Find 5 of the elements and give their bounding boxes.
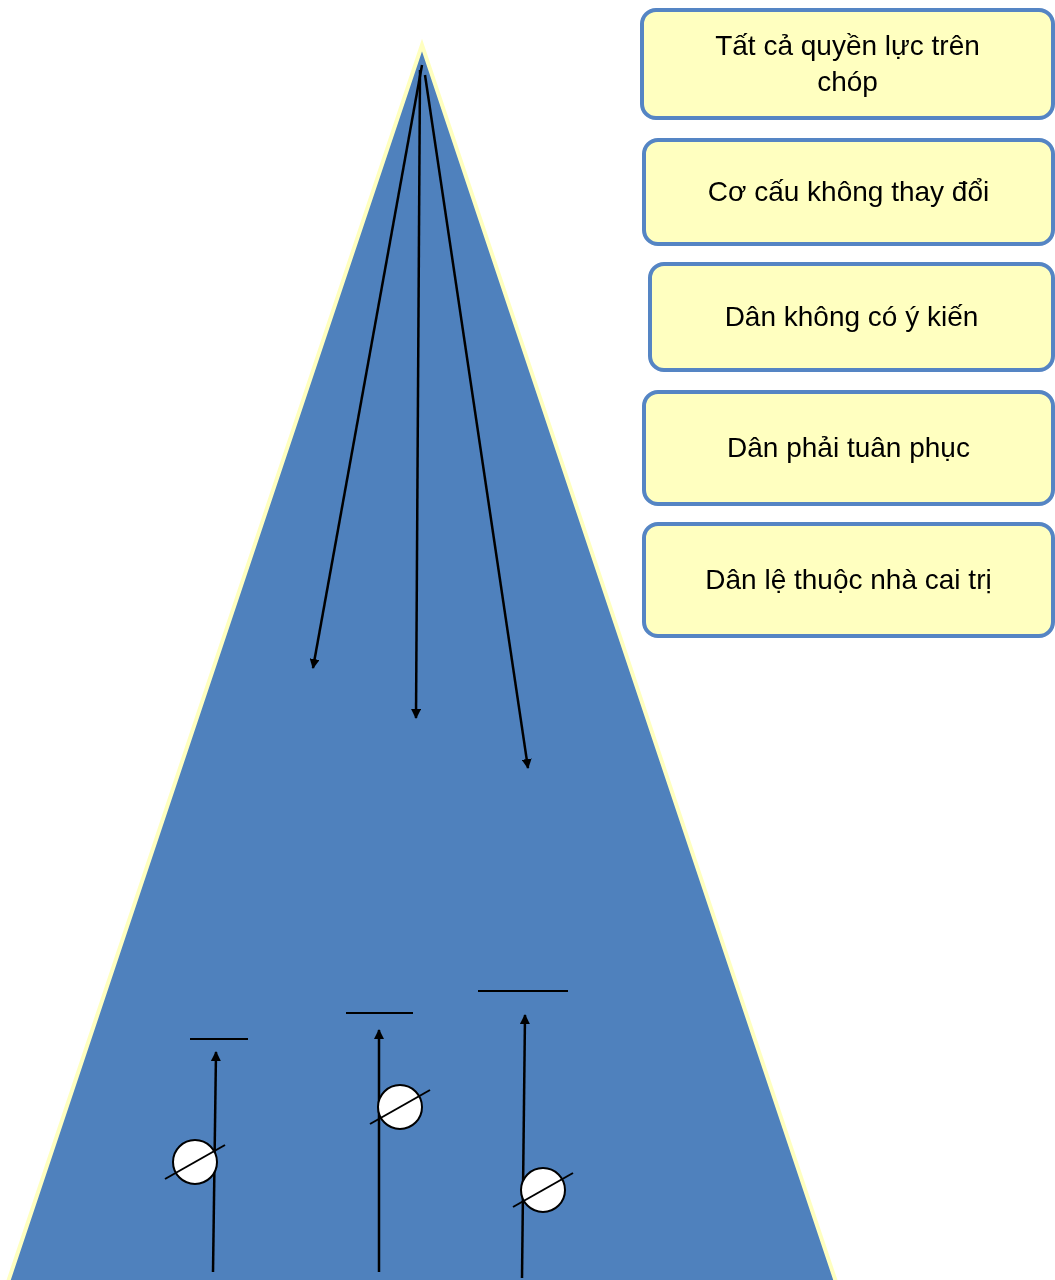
text-box: Dân không có ý kiến <box>648 262 1055 372</box>
text-box: Dân phải tuân phục <box>642 390 1055 506</box>
text-box: Dân lệ thuộc nhà cai trị <box>642 522 1055 638</box>
text-box: Tất cả quyền lực trên chóp <box>640 8 1055 120</box>
text-box: Cơ cấu không thay đổi <box>642 138 1055 246</box>
